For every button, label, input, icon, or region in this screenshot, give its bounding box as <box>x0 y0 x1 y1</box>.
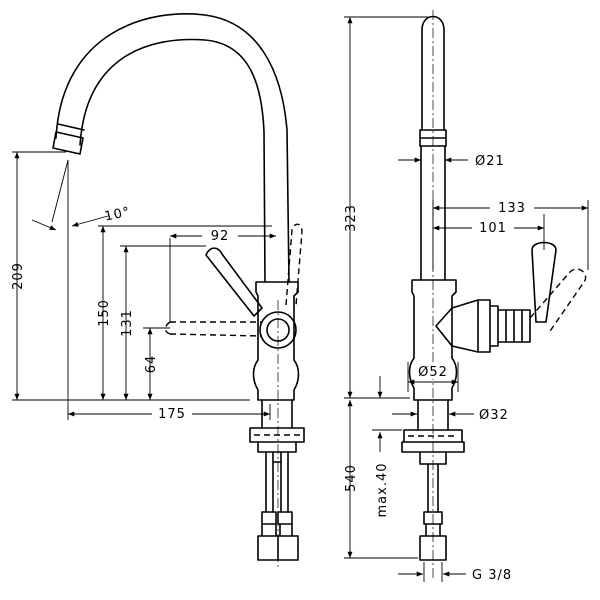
dim-d32: Ø32 <box>479 408 509 423</box>
front-dimensions: 209 150 131 64 92 175 10° <box>11 151 276 422</box>
side-mounting-nut <box>401 429 465 465</box>
side-shank <box>417 399 449 431</box>
side-cartridge-housing <box>435 299 531 353</box>
dim-133: 133 <box>498 201 526 216</box>
side-supply-hose <box>427 463 439 513</box>
front-supply-hoses <box>265 451 289 513</box>
dim-max40: max.40 <box>375 463 390 518</box>
side-view <box>401 10 587 580</box>
dim-323: 323 <box>344 204 359 232</box>
front-lever-ghost-up <box>285 223 303 306</box>
dim-10deg: 10° <box>103 205 132 225</box>
front-lever-ghost-down <box>164 321 263 337</box>
dim-150: 150 <box>97 299 112 327</box>
front-spout-tip <box>52 123 85 155</box>
side-body <box>408 279 458 401</box>
dim-209: 209 <box>11 262 26 290</box>
dim-g38: G 3/8 <box>472 568 512 583</box>
front-body <box>252 281 300 401</box>
side-spout-column <box>421 15 445 131</box>
dim-92: 92 <box>211 229 230 244</box>
front-lever <box>205 247 263 317</box>
dim-64: 64 <box>144 355 159 374</box>
dim-175: 175 <box>158 407 186 422</box>
dim-101: 101 <box>479 221 507 236</box>
side-lever <box>531 241 557 323</box>
front-spout <box>55 13 290 283</box>
side-lever-ghost <box>529 268 587 335</box>
front-view <box>52 13 305 570</box>
dim-540: 540 <box>344 464 359 492</box>
dim-131: 131 <box>120 309 135 337</box>
front-mounting-nut <box>249 427 305 453</box>
front-cartridge-ring <box>259 311 297 349</box>
side-dimensions: 323 Ø21 133 101 Ø52 Ø32 540 max.40 <box>344 16 589 583</box>
side-spout-lower <box>420 145 446 281</box>
dim-d21: Ø21 <box>475 154 505 169</box>
side-hose-fitting <box>419 511 447 561</box>
dim-d52: Ø52 <box>418 365 448 380</box>
